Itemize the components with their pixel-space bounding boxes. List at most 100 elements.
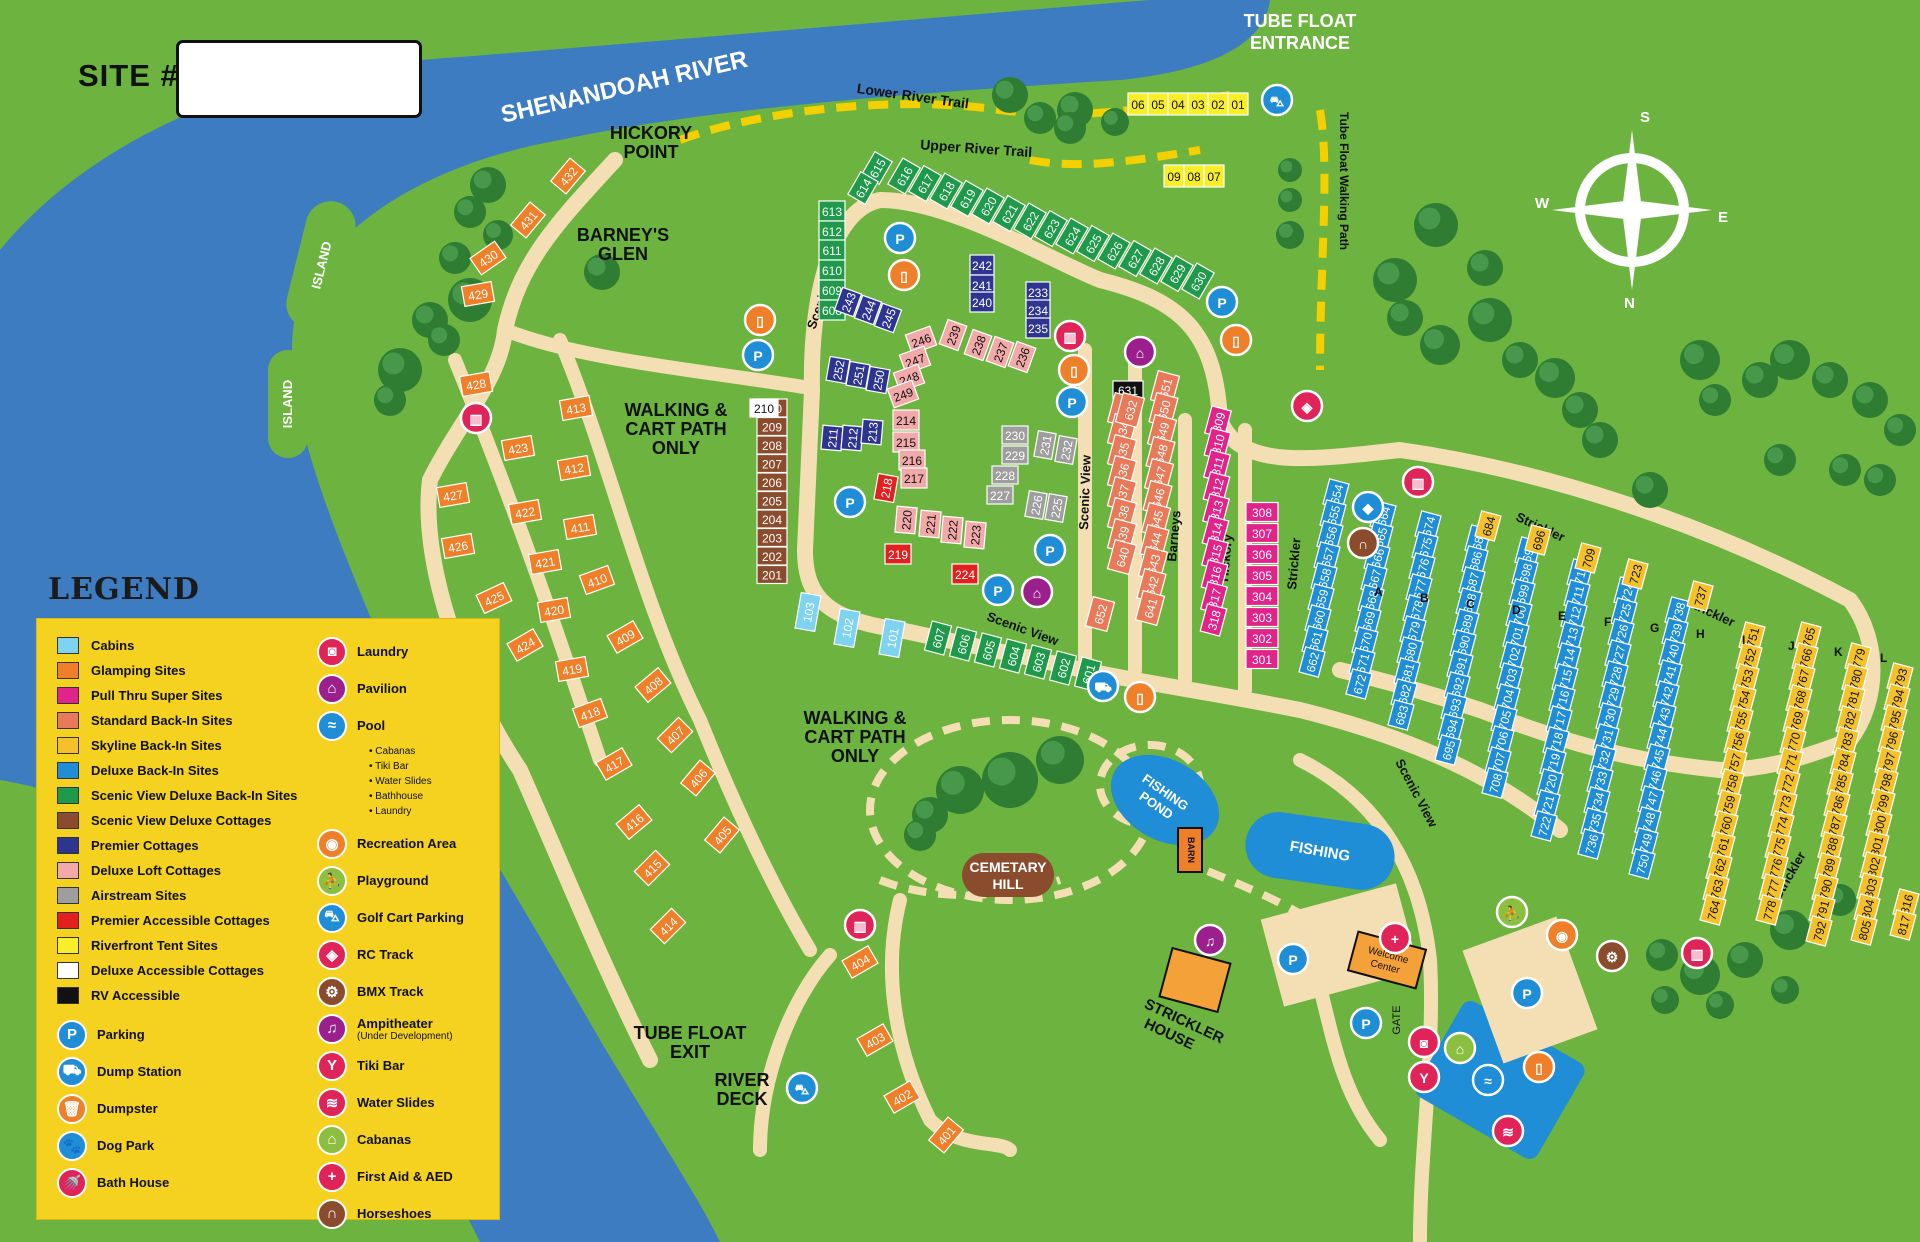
legend-site-type: Premier Accessible Cottages xyxy=(57,908,297,933)
campsite-652: 652 xyxy=(1084,595,1116,633)
campsite-number: 752 xyxy=(1741,646,1760,669)
cabanas-icon: ⌂ xyxy=(1443,1031,1477,1065)
campsite-303: 303 xyxy=(1245,606,1279,628)
campsite-box xyxy=(841,945,879,979)
campsite-206: 206 xyxy=(756,472,788,492)
marker-bg xyxy=(459,401,493,435)
river-deck-2: DECK xyxy=(716,1089,767,1109)
campsite-number: 222 xyxy=(945,519,961,540)
legend-label: Cabanas xyxy=(357,1132,411,1147)
walking-path-2-b: CART PATH xyxy=(804,727,905,747)
marker-bg xyxy=(1086,669,1120,703)
campsite-420: 420 xyxy=(536,596,572,624)
dumpster-icon: 🗑 xyxy=(57,1093,87,1124)
campsite-number: 740 xyxy=(1664,642,1683,665)
campsite-number: 313 xyxy=(1208,498,1227,521)
campsite-205: 205 xyxy=(756,490,788,511)
campsite-box xyxy=(971,187,1005,225)
tree-highlight xyxy=(1040,740,1065,765)
marker-bg xyxy=(833,485,867,519)
marker-glyph: P xyxy=(1045,543,1054,559)
campsite-box xyxy=(679,759,717,797)
campsite-box xyxy=(794,591,822,633)
legend-label: Recreation Area xyxy=(357,836,456,851)
tree-highlight xyxy=(1280,160,1293,173)
tree-highlight xyxy=(1470,253,1489,272)
campsite-box xyxy=(506,628,544,662)
site-number-input[interactable] xyxy=(176,40,422,118)
campsite-box xyxy=(853,294,883,326)
campsite-number: 769 xyxy=(1788,709,1807,732)
campsite-box xyxy=(1345,668,1373,700)
campsite-box xyxy=(873,302,903,334)
row-letter-J: J xyxy=(1788,639,1795,653)
tree-highlight xyxy=(382,352,405,375)
campsite-box xyxy=(554,655,590,683)
legend-label: Parking xyxy=(97,1027,145,1042)
road-scenic-view-2: Scenic View xyxy=(1076,454,1094,530)
campsite-number: 302 xyxy=(1252,632,1272,646)
tree xyxy=(1024,102,1056,134)
site-number-field: SITE # xyxy=(72,40,424,118)
tree xyxy=(1651,986,1679,1014)
legend-label: RV Accessible xyxy=(91,988,180,1003)
marker-glyph: ▥ xyxy=(1411,475,1424,491)
campsite-number: 203 xyxy=(762,532,782,546)
campsite-784: 784 xyxy=(1829,747,1857,779)
campsite-number: 796 xyxy=(1883,729,1902,752)
campsite-number: 250 xyxy=(870,369,887,391)
tree-highlight xyxy=(1057,115,1074,132)
campsite-304: 304 xyxy=(1245,585,1279,607)
campsite-625: 625 xyxy=(1076,224,1110,263)
rc-track-icon: ◈ xyxy=(1290,389,1324,423)
campsite-number: 745 xyxy=(1649,747,1668,770)
campsite-number: 743 xyxy=(1655,705,1674,728)
campsite-box xyxy=(900,467,928,489)
cemetary-hill-1: CEMETARY xyxy=(970,859,1048,875)
marker-bg xyxy=(1260,83,1294,117)
campsite-252: 252 xyxy=(825,355,851,385)
campsite-number: 734 xyxy=(1589,790,1608,813)
campsite-610: 610 xyxy=(818,259,846,281)
campsite-box xyxy=(578,564,616,596)
campsite-box xyxy=(1474,510,1502,542)
campsite-box xyxy=(1114,391,1146,429)
campsite-number: 775 xyxy=(1770,835,1789,858)
legend-amenity-label: Horseshoes xyxy=(357,1206,432,1221)
marker-glyph: ◈ xyxy=(1301,399,1314,415)
legend-label: Deluxe Accessible Cottages xyxy=(91,963,264,978)
legend-amenity: P Parking xyxy=(57,1016,297,1053)
bath-house-icon: ▥ xyxy=(459,401,493,435)
barn xyxy=(1177,827,1203,873)
tube-float-exit-1: TUBE FLOAT xyxy=(634,1023,747,1043)
legend-site-type: Standard Back-In Sites xyxy=(57,708,297,733)
tree-highlight xyxy=(1855,385,1874,404)
marker-bg xyxy=(1033,533,1067,567)
campsite-411: 411 xyxy=(562,513,598,541)
campsite-number: 244 xyxy=(859,298,879,322)
legend-amenity: ≈Pool xyxy=(317,707,464,744)
campsite-number: 744 xyxy=(1652,726,1671,749)
water-slides-icon: ≋ xyxy=(1491,1114,1525,1148)
marker-glyph: ▯ xyxy=(1232,333,1240,349)
tree-highlight xyxy=(1280,190,1293,203)
campsite-number: 759 xyxy=(1720,793,1739,816)
campsite-number: 771 xyxy=(1782,751,1801,774)
campsite-number: 307 xyxy=(1252,527,1272,541)
parking-icon: P xyxy=(57,1019,87,1050)
tube-float-entrance-1: TUBE FLOAT xyxy=(1244,11,1357,31)
campsite-612: 612 xyxy=(818,220,846,242)
campsite-number: 747 xyxy=(1643,789,1662,812)
campsite-number: 728 xyxy=(1607,664,1626,687)
campsite-number: 216 xyxy=(902,454,922,468)
campsite-number: 208 xyxy=(762,439,782,453)
campsite-674: 674 xyxy=(1414,510,1442,542)
marker-bg xyxy=(883,221,917,255)
campsite-number: 774 xyxy=(1773,814,1792,837)
campsite-641: 641 xyxy=(1134,589,1166,627)
tree xyxy=(1770,340,1810,380)
campsite-number: 301 xyxy=(1252,653,1272,667)
campsite-box xyxy=(951,563,979,585)
campsite-box xyxy=(1245,606,1279,628)
hickory-point-1: HICKORY xyxy=(610,123,692,143)
